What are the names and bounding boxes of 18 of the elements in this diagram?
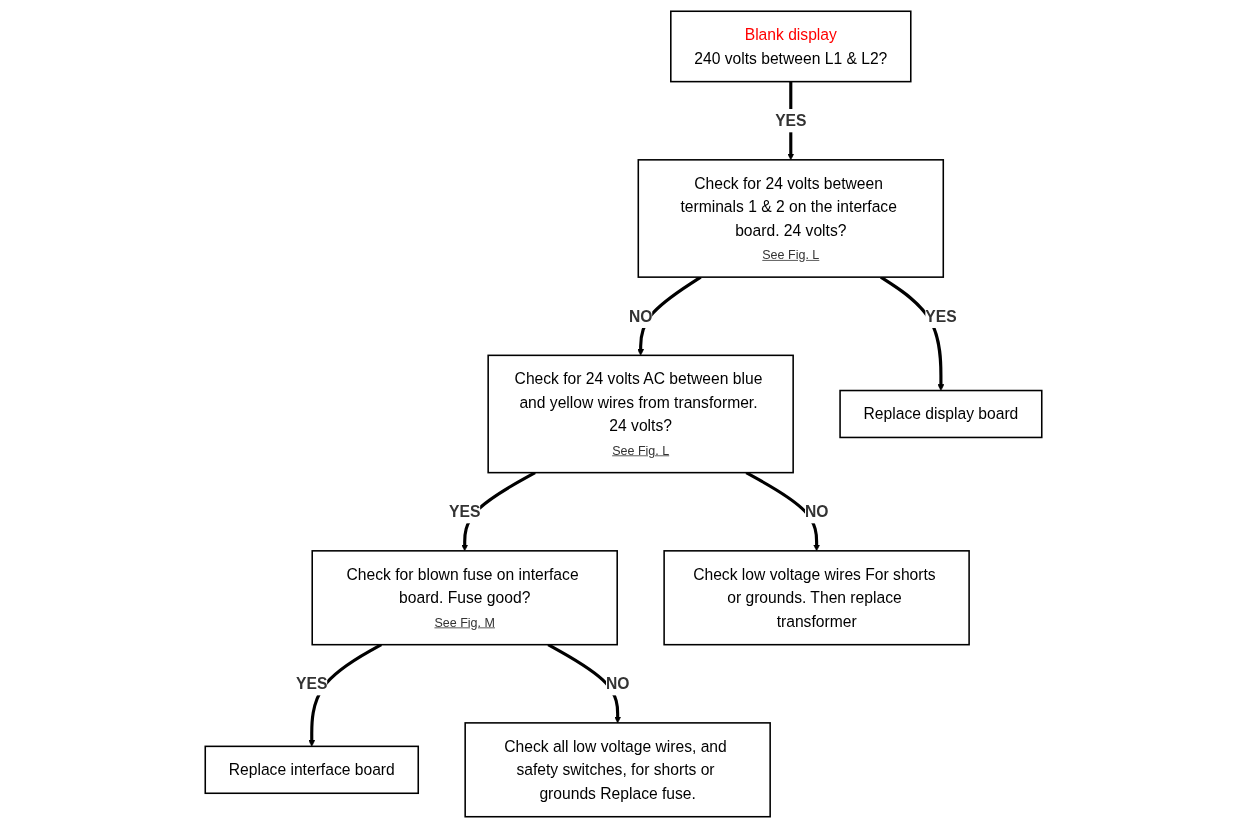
edge-label: NO	[605, 675, 630, 693]
arrow	[308, 643, 383, 747]
edge-label: YES	[925, 307, 957, 325]
edge-label: YES	[296, 675, 328, 693]
node-box: Replace interface board	[204, 745, 419, 795]
node-box: Check for 24 volts between terminals 1 & 2 on the interface board. 24 volts? See Fig. L	[637, 159, 945, 278]
edge-label: NO	[804, 503, 829, 521]
node-box: Check all low voltage wires, and safety switches, for shorts or grounds Replace fuse.	[464, 722, 771, 818]
arrow	[547, 643, 622, 724]
node-box: Blank display 240 volts between L1 & L2?	[670, 10, 912, 83]
node-box: Check for 24 volts AC between blue and yellow wires from transformer. 24 volts? See Fig. L	[487, 354, 794, 474]
node-box: Check low voltage wires For shorts or grounds. Then replace transformer	[663, 550, 970, 646]
edge-label: NO	[628, 307, 653, 325]
node-box: Check for blown fuse on interface board. Fuse good? See Fig. M	[311, 550, 618, 646]
node-box: Replace display board	[839, 389, 1043, 439]
arrow	[745, 471, 821, 552]
edge-label: YES	[449, 503, 481, 521]
edge-label: YES	[775, 112, 807, 130]
